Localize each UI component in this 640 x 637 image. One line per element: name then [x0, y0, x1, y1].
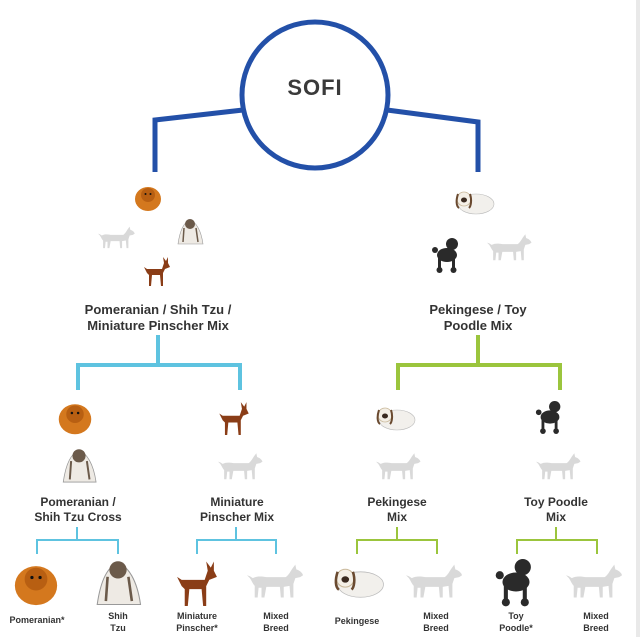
pomeranian-icon: [14, 566, 58, 606]
right-branch-bar: [396, 363, 562, 390]
miniature-pinscher-icon: [177, 561, 217, 606]
mixed-breed-placeholder-icon: [376, 453, 421, 480]
poodle-bracket-2: [556, 539, 598, 554]
minpin-bracket: [196, 527, 237, 554]
level3-label-pomeranian: Pomeranian*: [9, 615, 65, 625]
shih-tzu-icon: [177, 219, 204, 245]
mixed-breed-placeholder-icon: [98, 226, 135, 249]
miniature-pinscher-icon: [219, 402, 249, 435]
mixed-breed-placeholder-icon: [406, 564, 463, 598]
toy-poodle-icon: [432, 238, 458, 273]
mixed-breed-placeholder-icon: [536, 453, 581, 480]
root-branch-right: [386, 107, 481, 172]
mixed-breed-placeholder-icon: [566, 564, 623, 598]
mixed-breed-placeholder-icon: [218, 453, 263, 480]
level2-label-pom-shih: Pomeranian /Shih Tzu Cross: [34, 495, 122, 524]
miniature-pinscher-icon: [144, 257, 170, 286]
toy-poodle-icon: [535, 401, 561, 434]
level3-label-pekingese: Pekingese: [334, 616, 380, 626]
toy-poodle-icon: [495, 559, 531, 607]
pekingese-icon: [376, 407, 416, 431]
mixed-breed-placeholder-icon: [487, 234, 532, 261]
root-circle: [239, 19, 391, 171]
minpin-bracket-2: [236, 539, 277, 554]
mixed-breed-placeholder-icon: [247, 564, 304, 598]
pomeranian-icon: [135, 187, 161, 211]
pomeranian-icon: [58, 404, 92, 435]
poodle-bracket: [516, 527, 557, 554]
pom-shih-bracket-2: [77, 539, 119, 554]
root-dog-name: SOFI: [287, 75, 343, 100]
left-branch-bar: [76, 363, 242, 390]
shih-tzu-icon: [96, 561, 142, 606]
right-edge-border: [636, 0, 640, 637]
pekingese-icon: [334, 568, 384, 598]
root-branch-left: [152, 107, 244, 172]
pom-shih-bracket: [36, 527, 78, 554]
pekingese-icon: [455, 191, 495, 215]
peke-bracket-2: [397, 539, 438, 554]
level1-left-label: Pomeranian / Shih Tzu /Miniature Pinsche…: [84, 302, 232, 334]
shih-tzu-icon: [62, 449, 97, 483]
peke-bracket: [356, 527, 398, 554]
